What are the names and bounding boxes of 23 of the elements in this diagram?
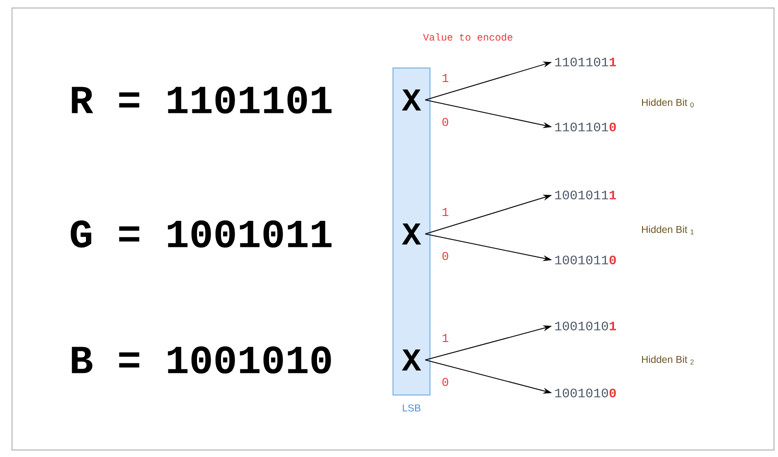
node-label: LSB: [402, 404, 420, 412]
binary-value: 11011010: [555, 122, 616, 132]
edge-label: 0: [442, 378, 448, 386]
edge-label: 1: [442, 74, 448, 82]
edge-label: 0: [442, 118, 448, 126]
equation: G = 1001011: [70, 220, 332, 248]
edge-label: 1: [442, 208, 448, 216]
edge-label: 1: [442, 334, 448, 342]
binary-value: 11011011: [555, 58, 616, 66]
edge-label: 0: [442, 252, 448, 260]
hidden-bit-label: Hidden Bit $_{0}$: [642, 98, 694, 108]
value-caption: Value to encode: [423, 33, 512, 41]
hidden-bit-label: Hidden Bit $_{2}$: [642, 356, 694, 364]
equation: R = 1101101: [72, 86, 332, 114]
bit-field: X: [402, 223, 422, 245]
bit-field: X: [402, 349, 422, 371]
binary-value: 10010111: [555, 190, 616, 200]
binary-value: 10010101: [555, 322, 616, 330]
binary-value: 10010110: [555, 256, 616, 264]
bit-field: X: [402, 89, 422, 111]
hidden-bit-label: Hidden Bit $_{1}$: [642, 226, 694, 234]
binary-value: 10010100: [555, 388, 616, 398]
equation: B = 1001010: [72, 346, 331, 374]
